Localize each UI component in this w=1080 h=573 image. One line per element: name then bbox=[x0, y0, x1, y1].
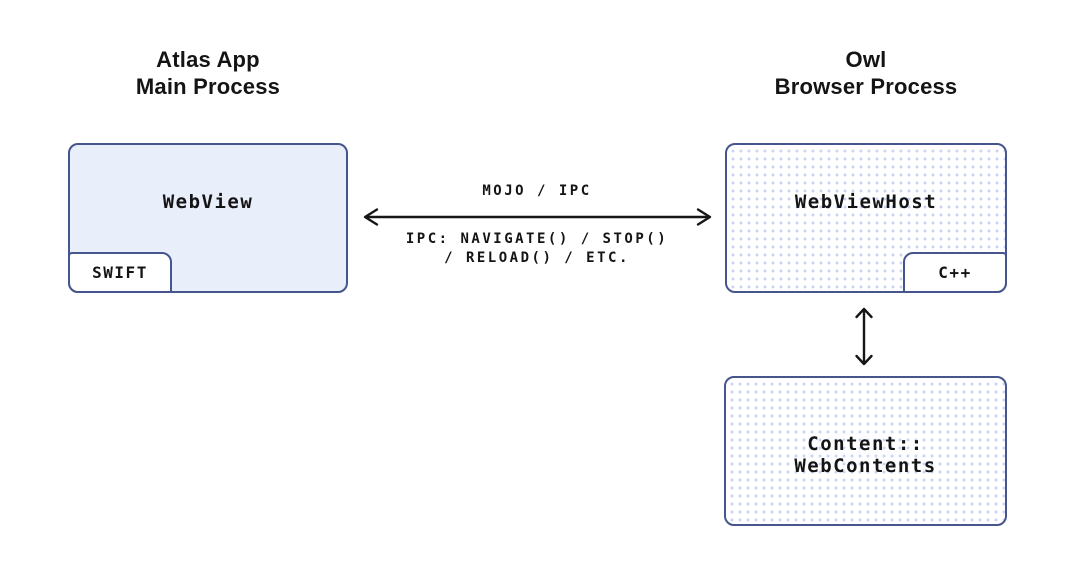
ipc-methods-label-line1: IPC: NAVIGATE() / STOP() bbox=[405, 231, 669, 247]
webcontents-box-label: Content:: WebContents bbox=[726, 378, 1005, 524]
right-process-title-line1: Owl bbox=[845, 47, 887, 72]
vertical-arrow bbox=[855, 307, 873, 366]
swift-language-tag: SWIFT bbox=[68, 252, 172, 293]
webview-box-label: WebView bbox=[162, 191, 254, 213]
webcontents-label-line1: Content:: bbox=[807, 433, 924, 455]
left-process-title: Atlas App Main Process bbox=[58, 46, 358, 100]
mojo-ipc-label: MOJO / IPC bbox=[482, 183, 592, 199]
webcontents-box: Content:: WebContents bbox=[724, 376, 1007, 526]
left-process-title-line2: Main Process bbox=[135, 74, 281, 99]
cpp-language-tag: C++ bbox=[903, 252, 1007, 293]
webview-box: WebView SWIFT bbox=[68, 143, 348, 293]
left-process-title-line1: Atlas App bbox=[156, 47, 260, 72]
webviewhost-box-label: WebViewHost bbox=[794, 191, 938, 213]
horizontal-ipc-arrow bbox=[363, 208, 712, 226]
ipc-methods-label-line2: / RELOAD() / ETC. bbox=[444, 250, 630, 266]
webviewhost-box: WebViewHost C++ bbox=[725, 143, 1007, 293]
ipc-methods-label: IPC: NAVIGATE() / STOP() / RELOAD() / ET… bbox=[363, 230, 711, 268]
right-process-title-line2: Browser Process bbox=[774, 74, 958, 99]
right-process-title: Owl Browser Process bbox=[716, 46, 1016, 100]
webcontents-label-line2: WebContents bbox=[794, 455, 937, 477]
